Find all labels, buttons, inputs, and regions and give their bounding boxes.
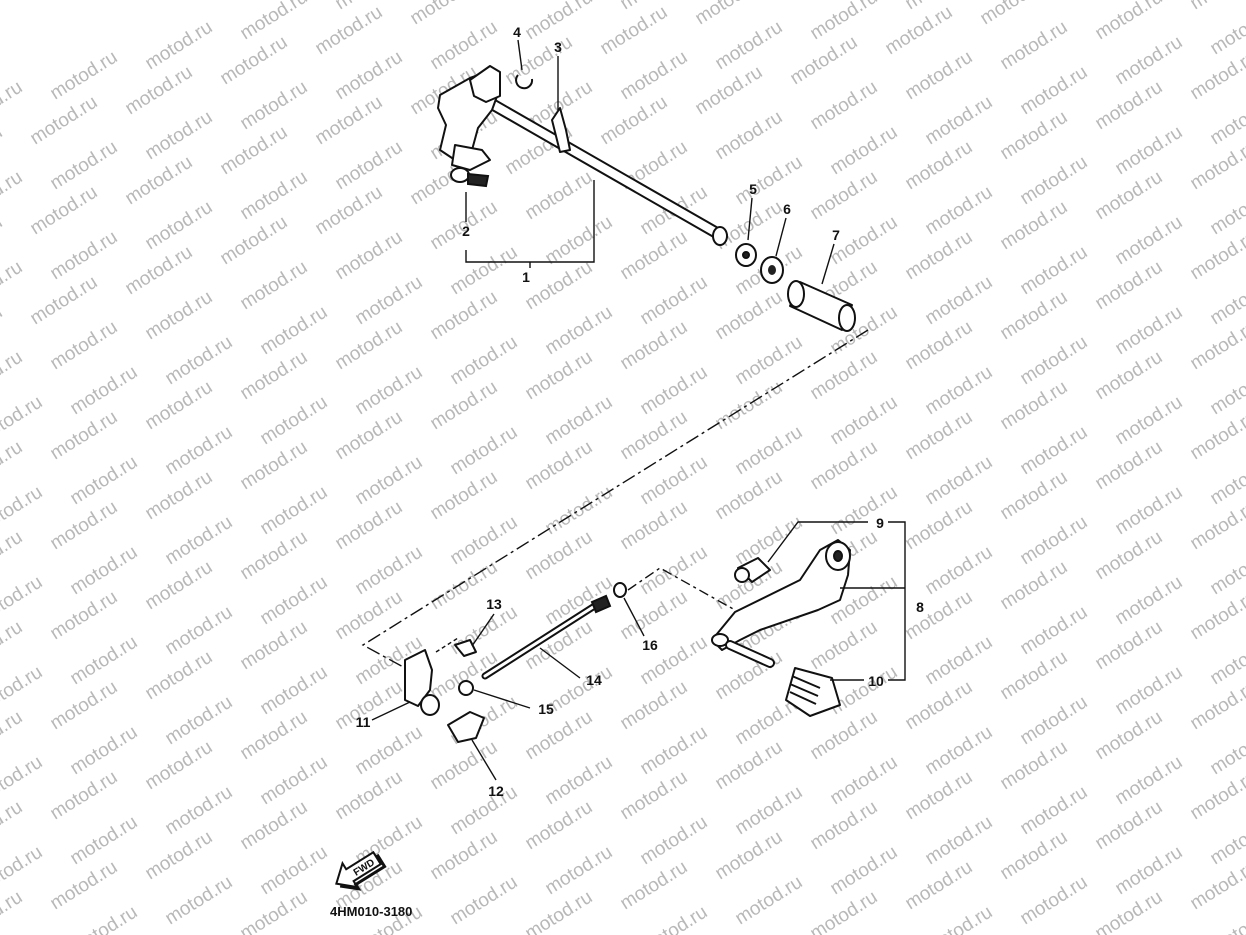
watermark-text: motod.ru bbox=[1187, 0, 1246, 14]
callout-13: 13 bbox=[486, 596, 502, 612]
watermark-text: motod.ru bbox=[1207, 452, 1246, 510]
shift-rod-assembly bbox=[404, 582, 627, 743]
shaft-to-arm-dashed-line bbox=[361, 329, 869, 669]
shift-arm-lower bbox=[451, 144, 491, 171]
watermark-text: motod.ru bbox=[0, 707, 26, 765]
watermark-text: motod.ru bbox=[732, 872, 807, 930]
callout-10: 10 bbox=[868, 673, 884, 689]
shift-shaft-assembly bbox=[437, 65, 728, 246]
watermark-text: motod.ru bbox=[807, 77, 882, 135]
shift-arm-roller bbox=[450, 167, 470, 183]
callout-6: 6 bbox=[783, 201, 791, 217]
fwd-arrow-icon: FWD bbox=[335, 850, 387, 891]
joint-dashed-line bbox=[435, 637, 459, 653]
washers-and-collar bbox=[735, 243, 856, 332]
callout-16: 16 bbox=[642, 637, 658, 653]
callout-2: 2 bbox=[462, 223, 470, 239]
shaft-end bbox=[712, 226, 728, 246]
watermark-text: motod.ru bbox=[0, 347, 26, 405]
watermark-text: motod.ru bbox=[1207, 92, 1246, 150]
spring-coil bbox=[467, 172, 490, 188]
shift-arm-hook bbox=[469, 65, 501, 103]
watermark-text: motod.ru bbox=[977, 0, 1052, 29]
nut-16 bbox=[613, 582, 627, 598]
watermark-text: motod.ru bbox=[0, 797, 26, 855]
watermark-text: motod.ru bbox=[237, 257, 312, 315]
callout-11: 11 bbox=[356, 714, 371, 730]
callout-14: 14 bbox=[586, 672, 602, 688]
watermark-text: motod.ru bbox=[902, 47, 977, 105]
watermark-text: motod.ru bbox=[0, 167, 26, 225]
watermark-text: motod.ru bbox=[0, 887, 26, 935]
watermark-text: motod.ru bbox=[0, 842, 46, 900]
callout-5: 5 bbox=[749, 181, 757, 197]
callout-3: 3 bbox=[554, 39, 562, 55]
callout-7: 7 bbox=[832, 227, 840, 243]
watermark-text: motod.ru bbox=[1207, 182, 1246, 240]
watermark-text: motod.ru bbox=[1207, 542, 1246, 600]
callout-9: 9 bbox=[876, 515, 884, 531]
shift-pedal-assembly bbox=[711, 539, 851, 717]
circlip-4 bbox=[515, 74, 534, 90]
watermark-text: motod.ru bbox=[1207, 722, 1246, 780]
callout-15: 15 bbox=[538, 701, 554, 717]
watermark-text: motod.ru bbox=[1207, 632, 1246, 690]
watermark-text: motod.ru bbox=[0, 617, 26, 675]
watermark-text: motod.ru bbox=[1207, 812, 1246, 870]
watermark-text: motod.ru bbox=[712, 107, 787, 165]
watermark-text: motod.ru bbox=[332, 227, 407, 285]
watermark-text: motod.ru bbox=[522, 167, 597, 225]
rod-thread-end bbox=[590, 594, 612, 614]
bolt-13 bbox=[454, 639, 477, 657]
watermark-text: motod.ru bbox=[447, 872, 522, 930]
shift-pedal-arm bbox=[711, 539, 851, 651]
nut-15 bbox=[458, 680, 474, 696]
callout-8: 8 bbox=[916, 599, 924, 615]
watermark-text: motod.ru bbox=[0, 302, 6, 360]
watermark-text: motod.ru bbox=[1207, 362, 1246, 420]
watermark-text: motod.ru bbox=[997, 17, 1072, 75]
watermark-text: motod.ru bbox=[0, 212, 6, 270]
watermark-text: motod.ru bbox=[0, 77, 26, 135]
watermark-text: motod.ru bbox=[637, 902, 712, 935]
watermark-text: motod.ru bbox=[1207, 2, 1246, 60]
callout-leaders bbox=[371, 39, 906, 781]
diagram-code: 4HM010-3180 bbox=[330, 904, 412, 919]
watermark-text: motod.ru bbox=[0, 392, 46, 450]
watermark-text: motod.ru bbox=[0, 662, 46, 720]
callout-4: 4 bbox=[513, 24, 521, 40]
callout-labels: 1 2 3 4 5 6 7 8 9 10 11 12 13 14 15 16 bbox=[356, 24, 925, 799]
watermark-text: motod.ru bbox=[1207, 272, 1246, 330]
watermark-text: motod.ru bbox=[162, 872, 237, 930]
assembly-leader-lines bbox=[361, 329, 869, 669]
watermark-text: motod.ru bbox=[47, 317, 122, 375]
watermark-text: motod.ru bbox=[0, 122, 6, 180]
watermark-text: motod.ru bbox=[0, 437, 26, 495]
watermark-text: motod.ru bbox=[692, 0, 767, 29]
watermark-text: motod.ru bbox=[0, 752, 46, 810]
watermark-text: motod.ru bbox=[0, 257, 26, 315]
watermark-text: motod.ru bbox=[0, 527, 26, 585]
shift-arm-11 bbox=[404, 649, 433, 707]
watermark-text: motod.ru bbox=[0, 482, 46, 540]
watermark-text: motod.ru bbox=[1092, 0, 1167, 44]
watermark-text: motod.ru bbox=[67, 902, 142, 935]
watermark-text: motod.ru bbox=[1017, 872, 1092, 930]
watermark-text: motod.ru bbox=[1207, 902, 1246, 935]
callout-12: 12 bbox=[488, 783, 504, 799]
cap-12 bbox=[447, 711, 485, 743]
watermark-text: motod.ru bbox=[407, 0, 482, 29]
watermark-text: motod.ru bbox=[142, 287, 217, 345]
watermark-text: motod.ru bbox=[0, 572, 46, 630]
watermark-text: motod.ru bbox=[922, 902, 997, 935]
callout-1: 1 bbox=[522, 269, 530, 285]
